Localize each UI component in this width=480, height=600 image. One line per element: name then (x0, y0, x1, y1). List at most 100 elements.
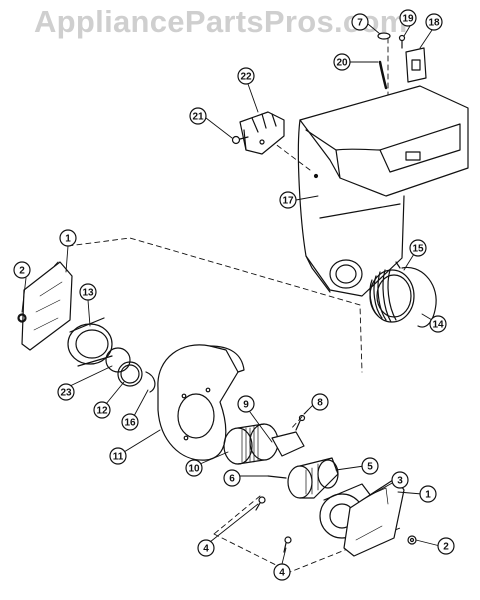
screw-21 (231, 135, 249, 145)
callout-9: 9 (237, 395, 255, 413)
callout-16: 16 (121, 413, 139, 431)
callout-8: 8 (311, 393, 329, 411)
callout-number: 19 (402, 14, 414, 25)
callout-circle (13, 261, 31, 279)
callout-number: 3 (397, 476, 403, 487)
motor-5 (287, 457, 339, 499)
callout-number: 9 (243, 400, 249, 411)
callout-2: 2 (437, 537, 455, 555)
callout-22: 22 (237, 67, 255, 85)
nut-2-right (407, 535, 417, 545)
callout-number: 5 (367, 462, 373, 473)
callout-3: 3 (391, 471, 409, 489)
callout-1: 1 (419, 485, 437, 503)
clip-16 (145, 371, 156, 393)
callout-circle (109, 447, 127, 465)
callout-15: 15 (409, 239, 427, 257)
callout-number: 2 (19, 266, 25, 277)
callout-number: 1 (425, 490, 431, 501)
callout-number: 8 (317, 398, 323, 409)
pin-20 (378, 60, 388, 90)
callout-circle (429, 315, 447, 333)
callout-number: 17 (282, 196, 294, 207)
callout-circle (273, 563, 291, 581)
callout-number: 4 (203, 544, 209, 555)
motor-mount-9 (271, 431, 305, 457)
callout-number: 22 (240, 72, 252, 83)
callout-circle (121, 413, 139, 431)
callout-21: 21 (189, 107, 207, 125)
watermark: AppliancePartsPros.com (34, 4, 408, 39)
callout-circle (189, 107, 207, 125)
ring-23 (105, 347, 131, 373)
callout-circle (437, 537, 455, 555)
callout-number: 21 (192, 112, 204, 123)
callout-circle (361, 457, 379, 475)
callout-18: 18 (425, 13, 443, 31)
callout-number: 13 (82, 288, 94, 299)
callout-circle (79, 283, 97, 301)
callout-17: 17 (279, 191, 297, 209)
screw-4-upper (255, 496, 266, 511)
callout-circle (399, 9, 417, 27)
callout-number: 7 (357, 18, 363, 29)
callout-14: 14 (429, 315, 447, 333)
callout-number: 14 (432, 320, 444, 331)
callout-circle (419, 485, 437, 503)
callout-19: 19 (399, 9, 417, 27)
callout-5: 5 (361, 457, 379, 475)
callout-1: 1 (59, 229, 77, 247)
callout-circle (197, 539, 215, 557)
callout-circle (311, 393, 329, 411)
callout-4: 4 (197, 539, 215, 557)
washer-7 (377, 32, 391, 40)
ring-12 (117, 361, 143, 387)
callout-circle (425, 13, 443, 31)
callout-number: 16 (124, 418, 136, 429)
callout-number: 15 (412, 244, 424, 255)
callout-number: 20 (336, 58, 348, 69)
callout-13: 13 (79, 283, 97, 301)
callout-2: 2 (13, 261, 31, 279)
blower-housing-17 (297, 85, 469, 297)
blower-wheel-10 (223, 423, 279, 465)
bracket-18 (405, 47, 427, 83)
callout-number: 11 (113, 452, 124, 463)
callout-6: 6 (223, 469, 241, 487)
shaft-6 (267, 475, 287, 479)
callout-number: 10 (188, 464, 200, 475)
callout-number: 2 (443, 542, 449, 553)
callout-20: 20 (333, 53, 351, 71)
callout-circle (391, 471, 409, 489)
callout-number: 12 (96, 406, 108, 417)
callout-circle (279, 191, 297, 209)
callout-number: 1 (65, 234, 71, 245)
leader-lines (21, 23, 441, 565)
callout-circle (59, 229, 77, 247)
screw-4-lower (283, 536, 292, 553)
callout-circle (237, 395, 255, 413)
bracket-22 (239, 111, 285, 155)
callout-circle (409, 239, 427, 257)
callout-10: 10 (185, 459, 203, 477)
callout-number: 6 (229, 474, 235, 485)
callout-4: 4 (273, 563, 291, 581)
blower-scroll-11 (157, 344, 245, 461)
callout-number: 4 (279, 568, 285, 579)
callout-circle (351, 13, 369, 31)
callout-number: 18 (428, 18, 440, 29)
callout-circle (185, 459, 203, 477)
screw-8 (295, 414, 306, 431)
callout-circle (57, 383, 75, 401)
callout-7: 7 (351, 13, 369, 31)
callout-circle (333, 53, 351, 71)
callout-number: 23 (60, 388, 72, 399)
flex-duct-15 (369, 261, 437, 328)
callout-23: 23 (57, 383, 75, 401)
mounting-bracket-1-left (18, 261, 73, 351)
mounting-bracket-1-right (343, 477, 405, 557)
callout-12: 12 (93, 401, 111, 419)
callout-circle (223, 469, 241, 487)
